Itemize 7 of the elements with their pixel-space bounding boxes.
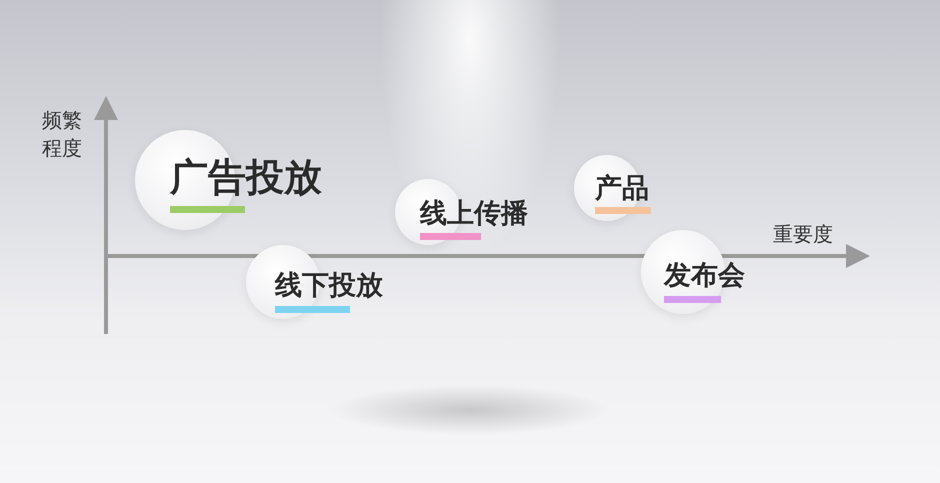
axis-label: 重要度 xyxy=(773,221,834,248)
topic-label: 线上传播 xyxy=(420,200,528,227)
topic-label: 广告投放 xyxy=(170,158,322,196)
topic-label: 产品 xyxy=(595,175,649,202)
topic-label: 线下投放 xyxy=(275,272,383,299)
axis-label: 频繁程度 xyxy=(42,107,83,162)
topic-label: 发布会 xyxy=(664,262,745,289)
